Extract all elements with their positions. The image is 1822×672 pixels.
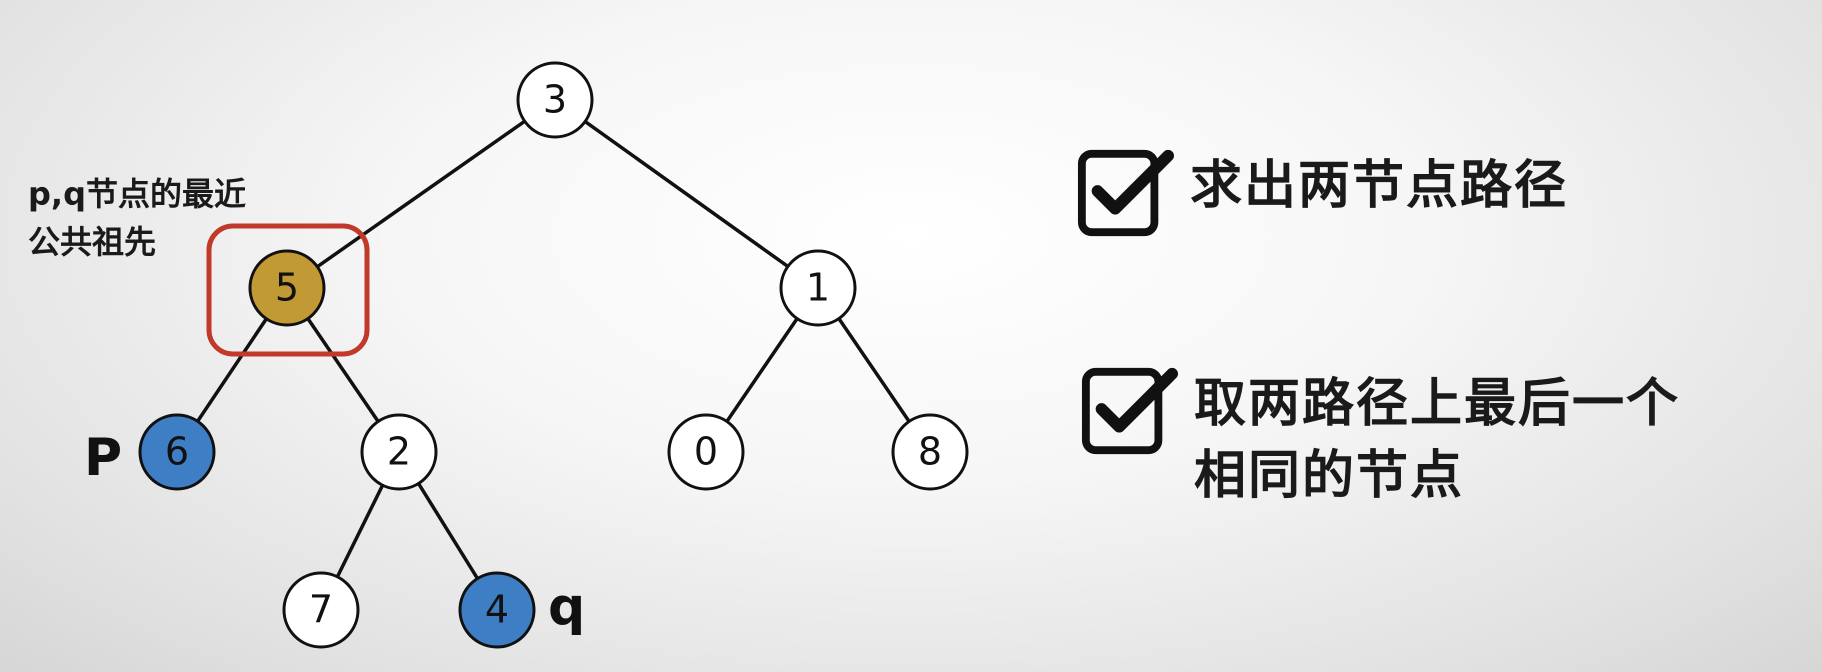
marker-p: P (84, 428, 122, 488)
step-2-line-2: 相同的节点 (1194, 446, 1465, 506)
lca-annotation: p,q节点的最近 公共祖先 (28, 170, 328, 266)
tree-node-circle (282, 571, 360, 649)
tree-node-8: 8 (891, 413, 969, 491)
marker-q: q (548, 577, 585, 637)
tree-nodes: 3 5 1 6 2 0 8 7 4 (138, 61, 969, 649)
tree-node-4: 4 (458, 571, 536, 649)
tree-node-3: 3 (516, 61, 594, 139)
tree-node-circle (891, 413, 969, 491)
step-1: 求出两节点路径 (1076, 149, 1568, 242)
tree-node-label: 6 (165, 430, 189, 474)
tree-node-label: 2 (387, 430, 411, 474)
checkbox-checked-icon (1077, 149, 1174, 237)
lca-annotation-line-1: p,q节点的最近 (28, 175, 246, 213)
step-1-text: 求出两节点路径 (1190, 150, 1568, 222)
tree-node-7: 7 (282, 571, 360, 649)
checkbox-checked-icon (1081, 367, 1178, 455)
tree-node-circle (248, 249, 326, 327)
tree-node-label: 1 (806, 266, 830, 310)
step-2-text: 取两路径上最后一个 相同的节点 (1194, 368, 1680, 512)
tree-node-1: 1 (779, 249, 857, 327)
tree-node-circle (779, 249, 857, 327)
tree-node-label: 3 (543, 78, 567, 122)
tree-node-0: 0 (667, 413, 745, 491)
tree-node-6: 6 (138, 413, 216, 491)
tree-node-2: 2 (360, 413, 438, 491)
tree-node-5: 5 (248, 249, 326, 327)
tree-edge-n3-n1 (553, 98, 820, 290)
tree-edge-n3-n5 (285, 98, 557, 290)
lca-annotation-line-2: 公共祖先 (28, 223, 157, 261)
tree-node-label: 0 (694, 430, 718, 474)
tree-node-label: 5 (275, 266, 299, 310)
tree-node-circle (667, 413, 745, 491)
tree-node-label: 8 (918, 430, 942, 474)
tree-node-circle (138, 413, 216, 491)
step-2-line-1: 取两路径上最后一个 (1194, 374, 1681, 434)
tree-node-label: 4 (485, 588, 509, 632)
step-2: 取两路径上最后一个 相同的节点 (1080, 367, 1680, 512)
tree-node-label: 7 (309, 588, 333, 632)
tree-node-circle (360, 413, 438, 491)
lca-highlight-box (206, 223, 370, 357)
tree-node-circle (516, 61, 594, 139)
tree-node-circle (458, 571, 536, 649)
step-1-line-1: 求出两节点路径 (1190, 156, 1569, 216)
